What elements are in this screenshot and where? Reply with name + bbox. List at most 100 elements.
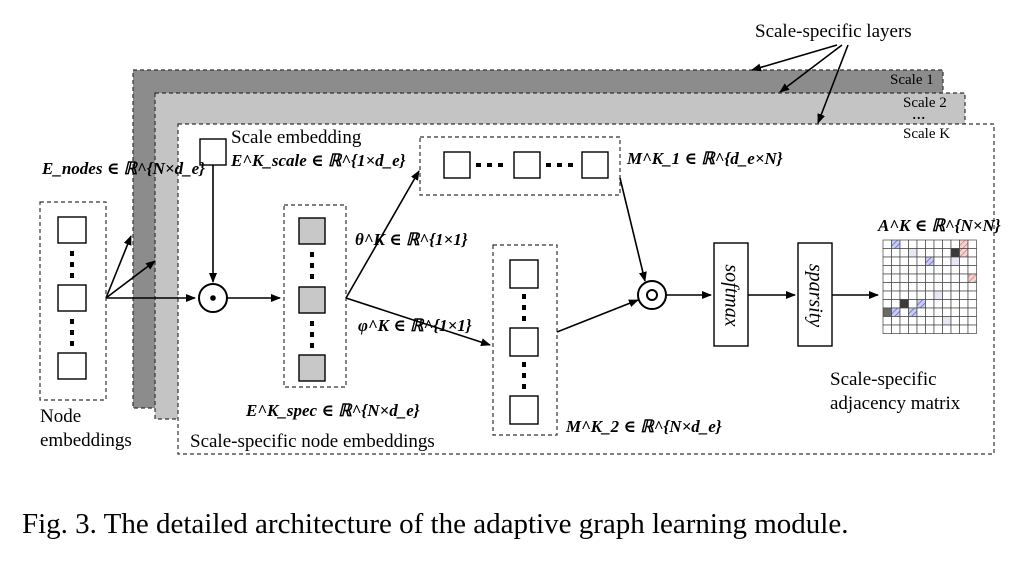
adjacency-cell	[899, 256, 909, 266]
spec-dots	[310, 252, 314, 348]
adjacency-cell	[925, 324, 935, 334]
adjacency-cell	[942, 265, 952, 275]
adjacency-cell	[899, 299, 909, 309]
adjacency-cell	[916, 256, 926, 266]
node-cell-bottom	[57, 352, 87, 380]
adjacency-cell	[891, 248, 901, 258]
scale-specific-node-embeddings-label: Scale-specific node embeddings	[190, 431, 435, 452]
adjacency-cell	[891, 307, 901, 317]
adjacency-cell	[933, 273, 943, 283]
adjacency-cell	[899, 316, 909, 326]
adjacency-cell	[950, 256, 960, 266]
scale-1-label: Scale 1	[890, 72, 934, 88]
adjacency-cell	[899, 290, 909, 300]
m1-cell-left	[443, 151, 471, 179]
adjacency-cell	[891, 256, 901, 266]
node-dots	[70, 251, 74, 346]
adjacency-cell	[942, 307, 952, 317]
m1-to-product-arrow	[619, 177, 647, 282]
adjacency-cell	[933, 307, 943, 317]
scale-embedding-label: Scale embedding	[231, 127, 362, 148]
product-operator-inner	[646, 289, 658, 301]
adjacency-cell	[899, 307, 909, 317]
adjacency-cell	[942, 316, 952, 326]
adjacency-cell	[933, 290, 943, 300]
phi-arrow	[345, 297, 491, 347]
e-nodes-label: E_nodes ∈ ℝ^{N×d_e}	[42, 159, 206, 178]
m1-label: M^K_1 ∈ ℝ^{d_e×N}	[627, 149, 783, 168]
adjacency-cell	[899, 324, 909, 334]
adjacency-cell	[908, 256, 918, 266]
scale-2-label: Scale 2	[903, 95, 947, 111]
adjacency-cell	[950, 273, 960, 283]
spec-cell-bottom	[298, 354, 326, 382]
adjacency-cell	[933, 265, 943, 275]
scale-k-label: Scale K	[903, 126, 951, 142]
node-embeddings-box	[39, 201, 107, 401]
adjacency-cell	[899, 273, 909, 283]
adjacency-cell	[942, 290, 952, 300]
adjacency-cell	[959, 282, 969, 292]
adjacency-cell	[942, 239, 952, 249]
adjacency-cell	[933, 239, 943, 249]
adjacency-cell	[942, 324, 952, 334]
adjacency-cell	[950, 248, 960, 258]
layers-callout-label: Scale-specific layers	[755, 21, 912, 42]
node-embeddings-label: Node embeddings	[40, 406, 132, 451]
m1-dots	[476, 163, 573, 167]
adjacency-cell	[891, 299, 901, 309]
adjacency-cell	[959, 299, 969, 309]
adjacency-cell	[933, 282, 943, 292]
adjacency-cell	[950, 316, 960, 326]
adjacency-cell	[925, 307, 935, 317]
adjacency-cell	[916, 324, 926, 334]
adjacency-cell	[959, 265, 969, 275]
adjacency-cell	[882, 290, 892, 300]
m2-cell-mid	[509, 327, 539, 357]
adjacency-cell	[959, 256, 969, 266]
hadamard-dot-1	[210, 295, 216, 301]
sparsity-box	[797, 242, 833, 347]
theta-label: θ^K ∈ ℝ^{1×1}	[355, 230, 468, 249]
adjacency-cell	[891, 316, 901, 326]
adjacency-cell	[908, 290, 918, 300]
adjacency-cell	[959, 307, 969, 317]
adjacency-cell	[925, 316, 935, 326]
adjacency-cell	[882, 299, 892, 309]
adjacency-cell	[925, 239, 935, 249]
adjacency-cell	[908, 299, 918, 309]
adjacency-cell	[925, 273, 935, 283]
adjacency-cell	[925, 256, 935, 266]
adjacency-cell	[891, 265, 901, 275]
adjacency-cell	[967, 290, 977, 300]
m2-to-product-arrow	[556, 299, 639, 333]
adjacency-cell	[882, 273, 892, 283]
adjacency-cell	[908, 265, 918, 275]
m2-label: M^K_2 ∈ ℝ^{N×d_e}	[566, 417, 722, 436]
adjacency-cell	[908, 248, 918, 258]
adjacency-cell	[950, 307, 960, 317]
softmax-label: softmax	[720, 264, 743, 327]
adjacency-cell	[925, 282, 935, 292]
spec-cell-mid	[298, 286, 326, 314]
adjacency-cell	[908, 324, 918, 334]
adjacency-cell	[899, 248, 909, 258]
adjacency-cell	[959, 290, 969, 300]
adjacency-cell	[959, 239, 969, 249]
node-cell-top	[57, 216, 87, 244]
m1-box	[419, 136, 621, 196]
adjacency-cell	[967, 273, 977, 283]
m1-cell-mid	[513, 151, 541, 179]
adjacency-cell	[959, 273, 969, 283]
adjacency-cell	[916, 239, 926, 249]
adjacency-cell	[925, 299, 935, 309]
adjacency-cell	[916, 316, 926, 326]
m1-cell-right	[581, 151, 609, 179]
adjacency-cell	[891, 273, 901, 283]
adjacency-cell	[891, 324, 901, 334]
m2-dots	[522, 294, 526, 389]
adjacency-matrix	[882, 239, 977, 334]
adjacency-cell	[908, 239, 918, 249]
adjacency-cell	[882, 256, 892, 266]
adjacency-cell	[950, 290, 960, 300]
